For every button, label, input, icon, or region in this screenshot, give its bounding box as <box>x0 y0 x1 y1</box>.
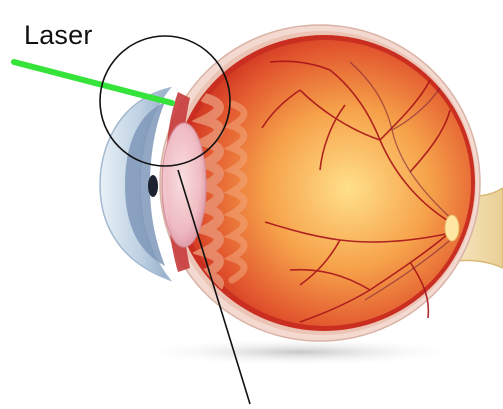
laser-label: Laser <box>24 20 93 51</box>
lens <box>162 123 206 247</box>
eye-shadow <box>135 338 465 366</box>
optic-disc <box>445 215 459 241</box>
laser-beam <box>14 62 172 103</box>
pupil <box>148 175 158 197</box>
